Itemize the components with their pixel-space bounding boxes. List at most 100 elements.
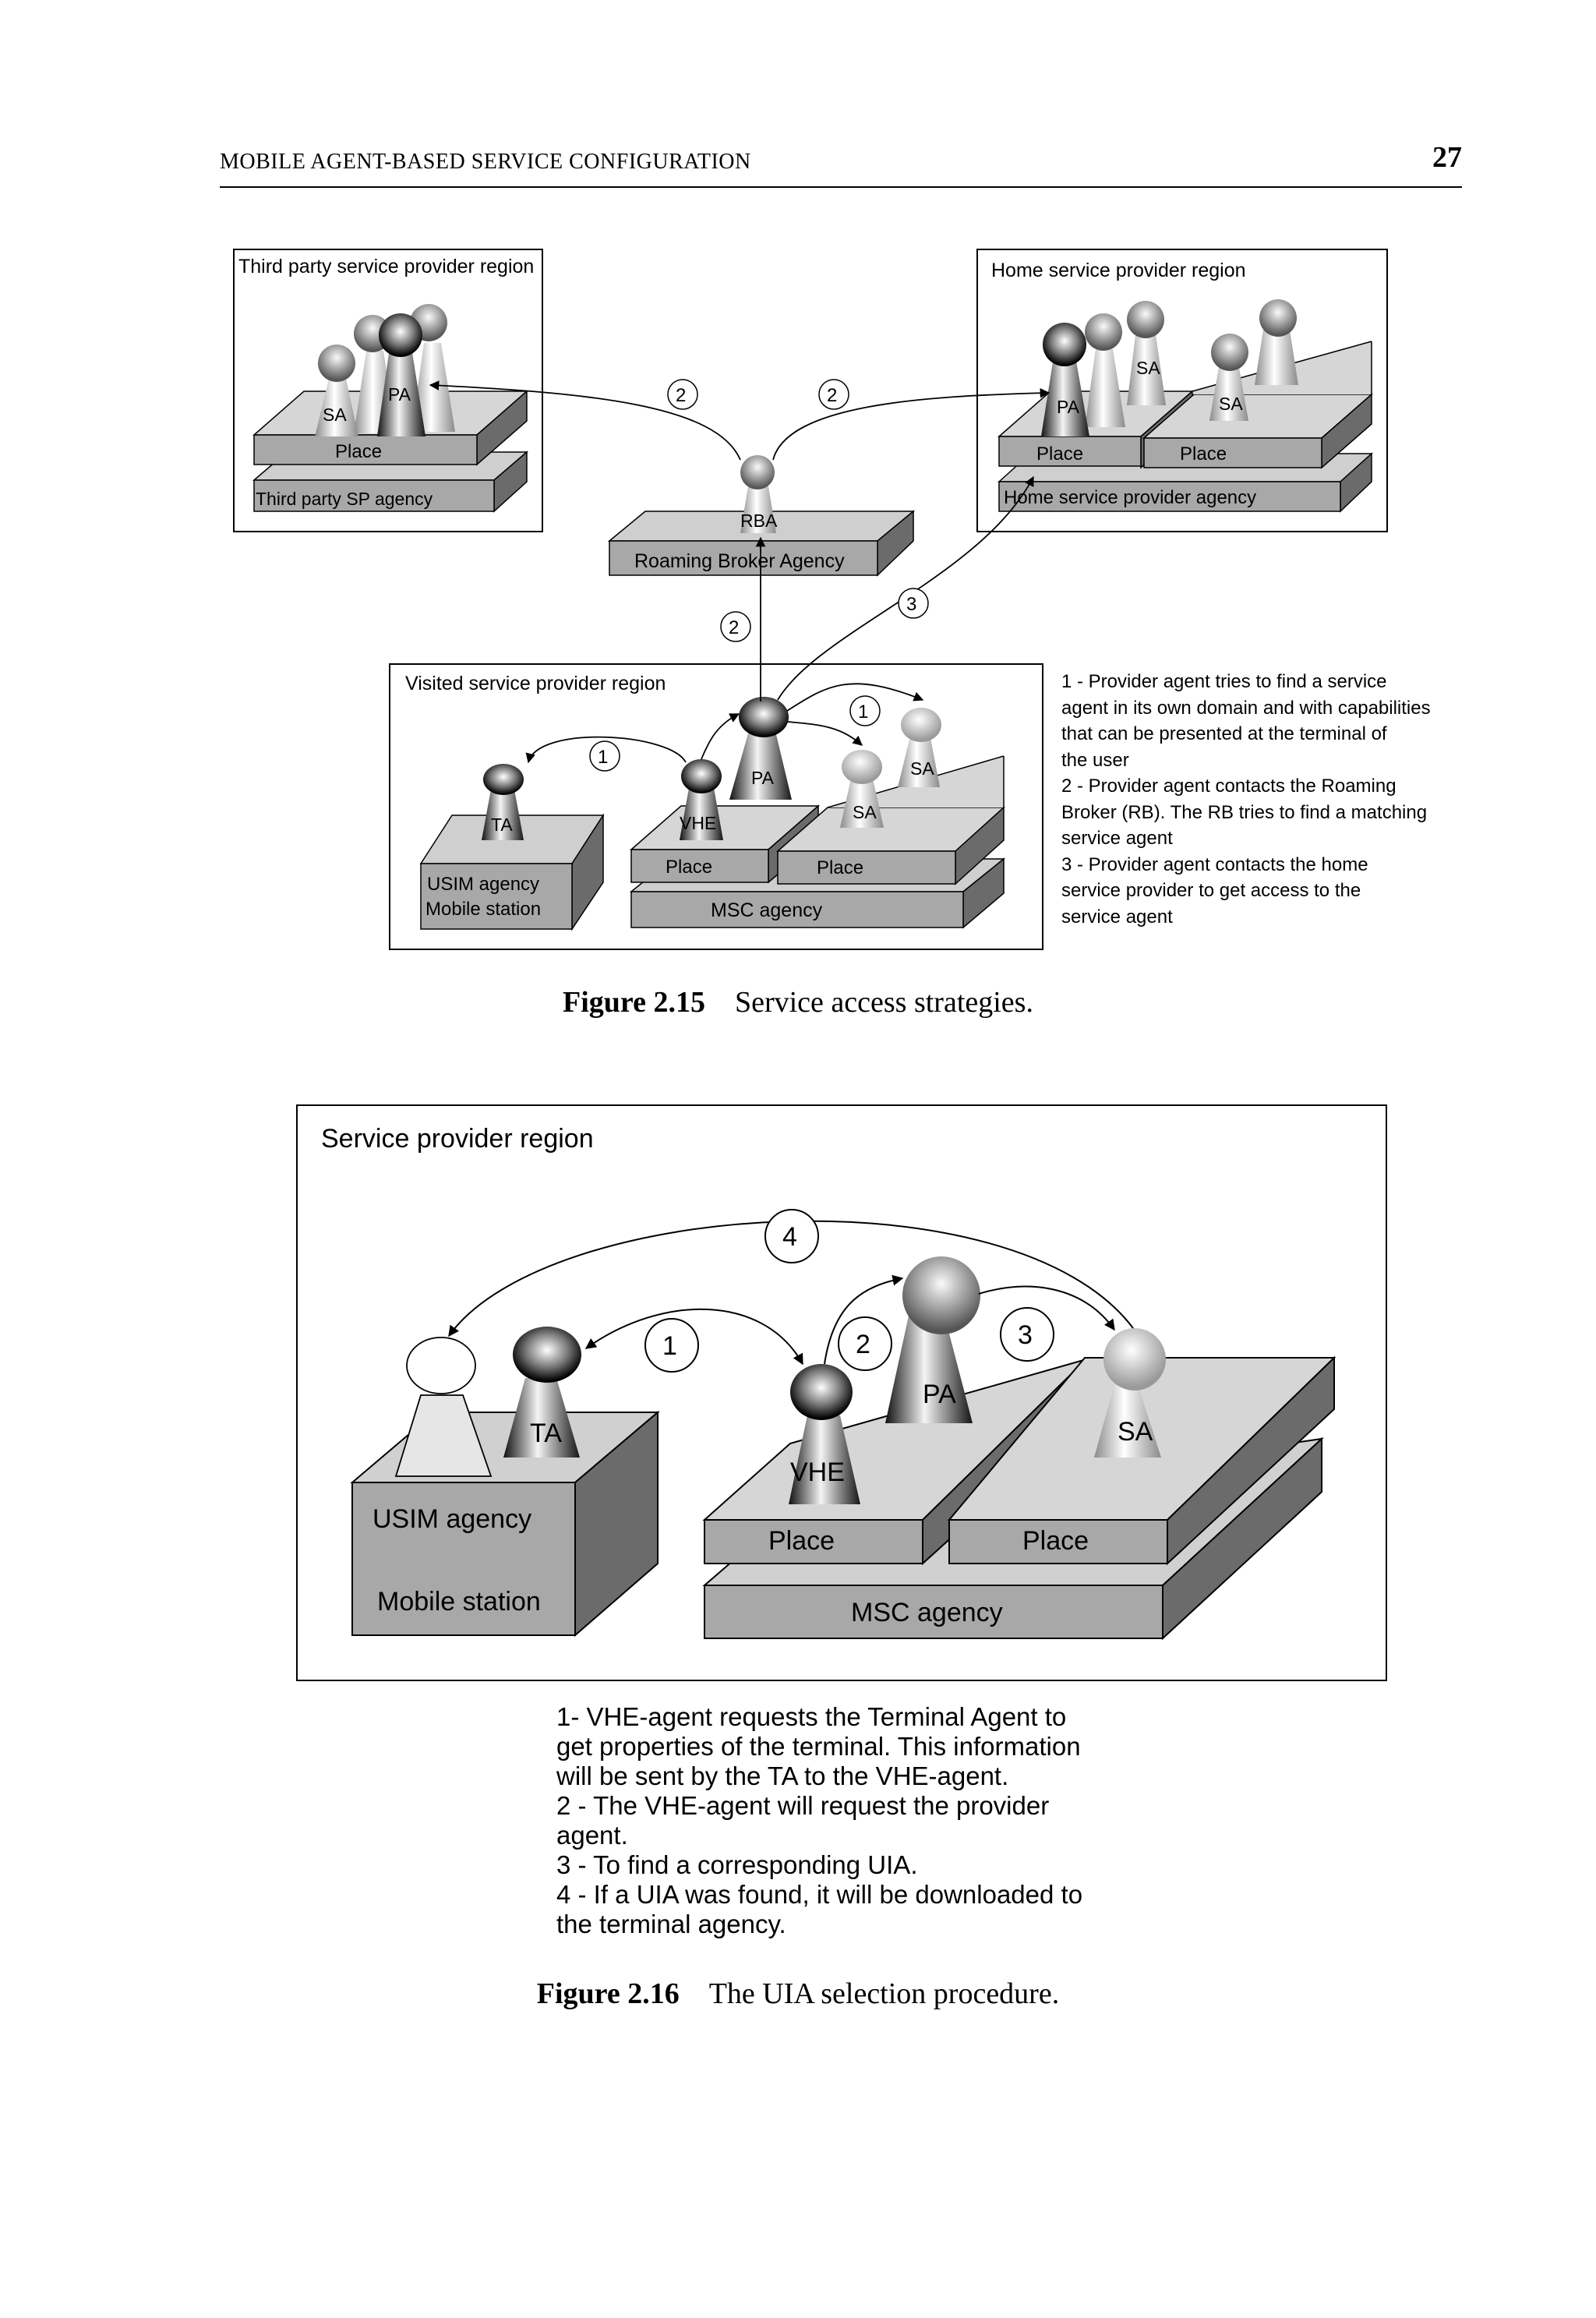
figure-2-16-caption-text: The UIA selection procedure. (708, 1977, 1060, 2010)
figure1-note-line: 3 - Provider agent contacts the home (1061, 853, 1368, 875)
figure-2-16-caption-label: Figure 2.16 (536, 1977, 680, 2010)
figure2-step-markers: 4 1 2 3 (644, 1209, 1054, 1373)
uia-step-2-marker: 2 (856, 1330, 870, 1359)
roaming-broker-agency-label: Roaming Broker Agency (634, 550, 845, 572)
ta-agent-icon (483, 764, 524, 795)
pa-agent-icon-large (902, 1256, 980, 1334)
third-party-region-label: Third party service provider region (238, 256, 534, 277)
figure1-note-line: service agent (1061, 828, 1173, 849)
home-sa-label-2: SA (1219, 394, 1243, 414)
step-2-marker-right: 2 (827, 385, 837, 406)
usim-agency-block: USIM agency Mobile station (350, 1410, 660, 1638)
header-rule (220, 186, 1462, 188)
third-party-agents: SA PA (315, 304, 455, 436)
sa-label-large: SA (1118, 1417, 1153, 1447)
visited-region-label: Visited service provider region (405, 673, 666, 694)
visited-sa-label-2: SA (853, 802, 877, 822)
third-party-pa-label: PA (388, 384, 411, 405)
visited-sa-label-1: SA (910, 758, 934, 779)
third-party-region-frame (233, 249, 543, 532)
pa-agent-icon (1043, 323, 1086, 366)
home-agency-label: Home service provider agency (1004, 487, 1256, 508)
step-1-marker-left: 1 (598, 747, 608, 768)
usim-agency-label-large: USIM agency (373, 1504, 531, 1534)
visited-region-frame (389, 663, 1043, 950)
figure1-note-line: agent in its own domain and with capabil… (1061, 697, 1431, 719)
figure1-note-line: 1 - Provider agent tries to find a servi… (1061, 671, 1387, 692)
mobile-station-label-large: Mobile station (377, 1587, 541, 1617)
place-left-label: Place (768, 1526, 835, 1556)
visited-place-1-label: Place (666, 857, 712, 878)
home-pa-label: PA (1057, 397, 1080, 417)
step-3-marker: 3 (906, 594, 916, 615)
ta-agent-small: TA (482, 764, 524, 840)
figure2-notes: 1- VHE-agent requests the Terminal Agent… (556, 1702, 1082, 1939)
pa-agent-icon (739, 697, 789, 737)
uia-placeholder-icon (406, 1337, 476, 1394)
step-2-marker-down: 2 (729, 617, 739, 638)
ta-agent: TA (503, 1327, 581, 1458)
mobile-station-label: Mobile station (425, 899, 541, 920)
figure1-note-line: the user (1061, 749, 1129, 771)
figure1-step-markers: 2 2 2 3 1 1 (589, 379, 929, 772)
uia-step-3-marker: 3 (1018, 1320, 1033, 1350)
figure1-note-line: Broker (RB). The RB tries to find a matc… (1061, 801, 1428, 823)
figure2-note-line: will be sent by the TA to the VHE-agent. (556, 1761, 1009, 1790)
figure2-note-line: 3 - To find a corresponding UIA. (556, 1850, 918, 1879)
figure1-note-line: that can be presented at the terminal of (1061, 723, 1387, 744)
figure-2-15-caption-text: Service access strategies. (734, 986, 1033, 1019)
third-party-place-label: Place (335, 441, 382, 462)
rba-label: RBA (740, 511, 778, 531)
uia-step-1-marker: 1 (662, 1331, 677, 1361)
figure-2-16: Service provider region USIM agency Mobi… (296, 1104, 1387, 1681)
visited-place-2-label: Place (817, 857, 863, 878)
uia-step-4-marker: 4 (782, 1222, 797, 1252)
figure-2-15: Third party service provider region Home… (233, 249, 1388, 950)
figure-2-15-caption-label: Figure 2.15 (563, 986, 705, 1019)
vhe-agent-icon-large (790, 1364, 853, 1420)
service-provider-region-frame (296, 1104, 1387, 1681)
msc-agency-label-large: MSC agency (851, 1598, 1003, 1627)
visited-agents: SA SA PA VHE (680, 697, 941, 840)
ta-label-large: TA (530, 1419, 562, 1448)
service-provider-region-label: Service provider region (321, 1124, 594, 1154)
third-party-sa-label: SA (323, 405, 347, 425)
pa-agent-icon (379, 313, 422, 357)
visited-vhe-label: VHE (680, 813, 716, 833)
sa-agent-icon (842, 750, 882, 784)
sa-agent-icon (318, 345, 355, 382)
figure2-agents: PA SA VHE (789, 1256, 1166, 1504)
figure2-note-line: the terminal agency. (556, 1910, 786, 1938)
figure2-note-line: 1- VHE-agent requests the Terminal Agent… (556, 1702, 1067, 1731)
figure2-note-line: 4 - If a UIA was found, it will be downl… (556, 1880, 1083, 1909)
place-right-label: Place (1022, 1526, 1089, 1556)
running-header-title: MOBILE AGENT-BASED SERVICE CONFIGURATION (220, 150, 751, 174)
figure1-note-line: 2 - Provider agent contacts the Roaming (1061, 776, 1396, 797)
agent-head-icon (1259, 299, 1297, 337)
ta-agent-icon-large (513, 1327, 581, 1383)
usim-agency-label: USIM agency (427, 874, 539, 895)
agent-head-icon (1085, 313, 1122, 351)
rba-agent-icon (740, 455, 775, 489)
home-sa-label-1: SA (1136, 358, 1160, 378)
figure1-notes: 1 - Provider agent tries to find a servi… (1061, 669, 1431, 930)
home-place-2-label: Place (1180, 443, 1227, 465)
sa-agent-icon (1127, 301, 1164, 338)
pa-label-large: PA (923, 1380, 956, 1409)
figure2-note-line: 2 - The VHE-agent will request the provi… (556, 1791, 1050, 1820)
uia-outline (394, 1337, 493, 1477)
ta-label-small: TA (491, 814, 513, 835)
msc-agency-label-small: MSC agency (711, 899, 823, 921)
page-number: 27 (1432, 141, 1462, 174)
visited-pa-label: PA (751, 768, 775, 788)
home-place-1-label: Place (1036, 443, 1083, 465)
sa-agent-icon-large (1103, 1328, 1166, 1390)
figure1-note-line: service provider to get access to the (1061, 880, 1361, 901)
home-agents: SA SA PA (1041, 299, 1298, 436)
figure-2-15-caption: Figure 2.15 Service access strategies. (0, 985, 1596, 1019)
vhe-agent-icon (681, 759, 722, 793)
home-place-block-2: Place (1142, 341, 1373, 469)
step-2-marker-left: 2 (676, 385, 686, 406)
vhe-label-large: VHE (790, 1458, 845, 1487)
